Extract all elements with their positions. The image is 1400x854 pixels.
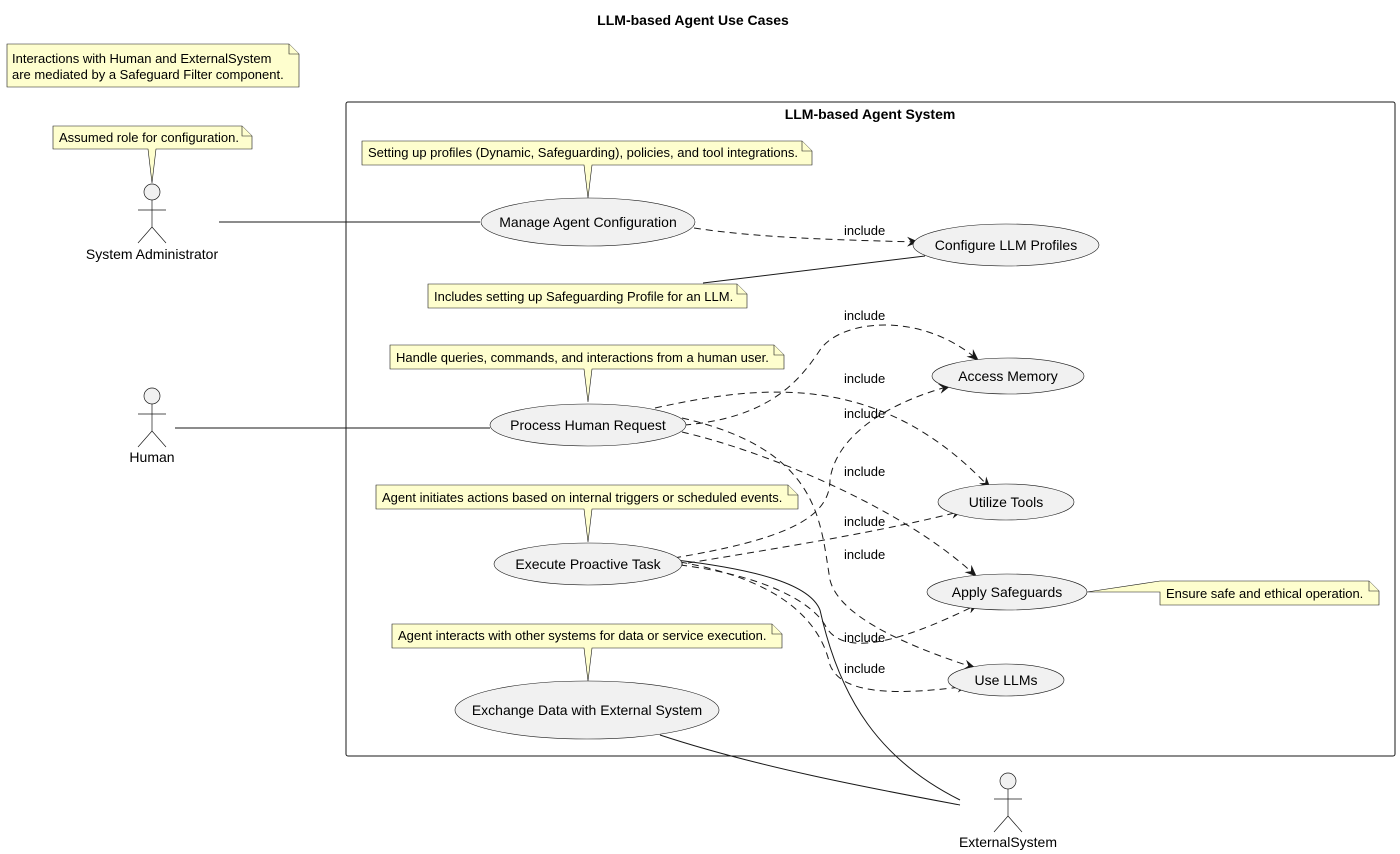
note-assumed-role-text: Assumed role for configuration. — [59, 130, 239, 145]
include-label: include — [844, 464, 885, 479]
use-case-utilize-tools-label: Utilize Tools — [969, 494, 1043, 510]
actor-human-label: Human — [129, 449, 174, 465]
actor-system-administrator: System Administrator — [86, 183, 219, 262]
include-label: include — [844, 371, 885, 386]
use-case-configure-llm-profiles-label: Configure LLM Profiles — [935, 237, 1077, 253]
note-agent-interacts-text: Agent interacts with other systems for d… — [398, 628, 767, 643]
include-relations — [654, 227, 991, 693]
actor-human: Human — [129, 387, 175, 465]
use-case-process-human-request-label: Process Human Request — [510, 417, 666, 433]
note-safeguard-filter: Interactions with Human and ExternalSyst… — [6, 43, 300, 88]
use-case-access-memory[interactable]: Access Memory — [931, 357, 1085, 395]
use-case-manage-agent-configuration-label: Manage Agent Configuration — [499, 214, 676, 230]
use-case-exchange-data-with-external-system[interactable]: Exchange Data with External System — [454, 680, 720, 740]
note-agent-initiates: Agent initiates actions based on interna… — [375, 484, 799, 543]
actor-system-administrator-label: System Administrator — [86, 246, 219, 262]
association-note-configure-profiles — [702, 255, 926, 284]
note-setting-up-profiles-text: Setting up profiles (Dynamic, Safeguardi… — [368, 145, 798, 160]
include-manage-config-profiles — [693, 227, 919, 247]
use-case-configure-llm-profiles[interactable]: Configure LLM Profiles — [912, 223, 1100, 267]
use-case-apply-safeguards[interactable]: Apply Safeguards — [926, 573, 1088, 611]
system-boundary: LLM-based Agent System — [345, 101, 1396, 757]
include-label: include — [844, 308, 885, 323]
associations — [175, 221, 961, 806]
include-label: include — [844, 630, 885, 645]
note-includes-safeguarding: Includes setting up Safeguarding Profile… — [427, 283, 748, 309]
include-label: include — [844, 514, 885, 529]
use-case-utilize-tools[interactable]: Utilize Tools — [937, 483, 1075, 521]
include-proactive-memory — [673, 384, 951, 559]
note-setting-up-profiles: Setting up profiles (Dynamic, Safeguardi… — [361, 140, 813, 199]
use-case-exchange-data-with-external-system-label: Exchange Data with External System — [472, 702, 702, 718]
note-safeguard-filter-line-2: are mediated by a Safeguard Filter compo… — [12, 67, 284, 82]
include-proactive-llms — [679, 561, 969, 693]
actor-external-system: ExternalSystem — [959, 772, 1057, 850]
include-proactive-tools — [675, 508, 963, 566]
association-exchange-external — [659, 734, 961, 806]
note-handle-queries-text: Handle queries, commands, and interactio… — [396, 350, 769, 365]
note-agent-initiates-text: Agent initiates actions based on interna… — [382, 490, 782, 505]
use-case-process-human-request[interactable]: Process Human Request — [489, 403, 687, 447]
use-case-execute-proactive-task-label: Execute Proactive Task — [515, 556, 661, 572]
note-includes-safeguarding-text: Includes setting up Safeguarding Profile… — [434, 289, 733, 304]
include-process-memory — [683, 324, 979, 426]
association-proactive-external — [675, 559, 961, 801]
include-label: include — [844, 547, 885, 562]
use-case-manage-agent-configuration[interactable]: Manage Agent Configuration — [480, 197, 696, 247]
system-boundary-title: LLM-based Agent System — [785, 106, 956, 122]
include-process-tools — [654, 391, 991, 489]
include-label: include — [844, 223, 885, 238]
diagram-title: LLM-based Agent Use Cases — [597, 12, 789, 28]
include-label: include — [844, 661, 885, 676]
use-case-execute-proactive-task[interactable]: Execute Proactive Task — [493, 542, 683, 586]
actor-external-system-label: ExternalSystem — [959, 834, 1057, 850]
note-assumed-role: Assumed role for configuration. — [52, 125, 253, 184]
note-safeguard-filter-line-1: Interactions with Human and ExternalSyst… — [12, 51, 271, 66]
note-ensure-safe: Ensure safe and ethical operation. — [1086, 580, 1380, 606]
note-agent-interacts: Agent interacts with other systems for d… — [391, 623, 783, 682]
include-proactive-safeguards — [679, 564, 979, 644]
note-handle-queries: Handle queries, commands, and interactio… — [389, 344, 785, 403]
note-ensure-safe-text: Ensure safe and ethical operation. — [1166, 586, 1363, 601]
use-case-apply-safeguards-label: Apply Safeguards — [952, 584, 1063, 600]
include-process-llms — [681, 417, 976, 670]
use-case-use-llms[interactable]: Use LLMs — [947, 663, 1065, 697]
use-case-access-memory-label: Access Memory — [958, 368, 1058, 384]
include-label: include — [844, 406, 885, 421]
use-case-use-llms-label: Use LLMs — [974, 672, 1037, 688]
include-labels: include include include include include … — [844, 223, 885, 676]
